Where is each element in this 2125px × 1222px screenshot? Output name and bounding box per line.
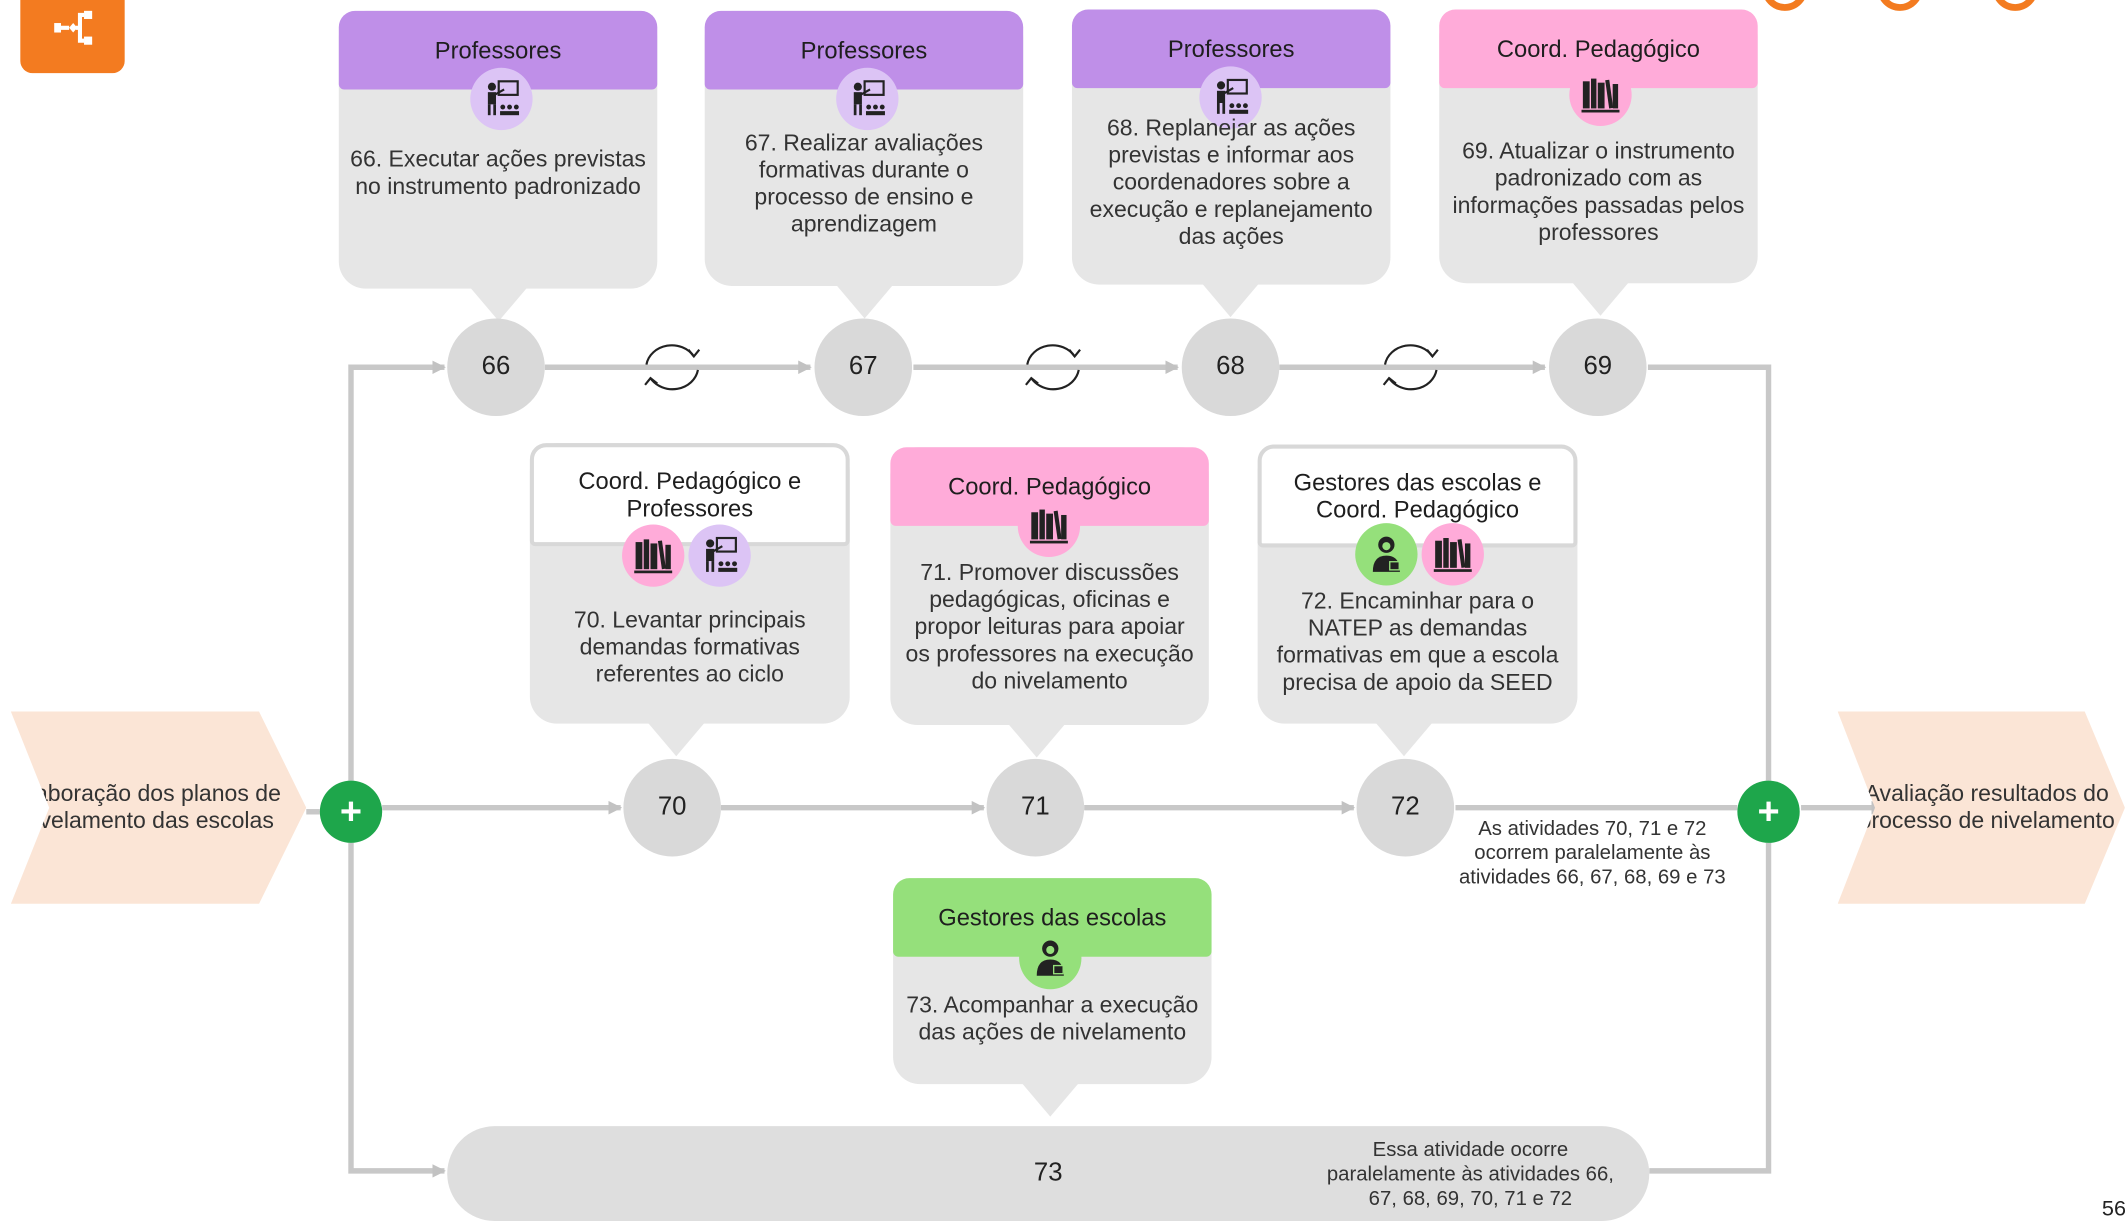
activity-description: 69. Atualizar o instrumento padronizado … xyxy=(1452,138,1745,246)
parallel-note-73: Essa atividade ocorre paralelamente às a… xyxy=(1326,1138,1614,1211)
node-66: 66 xyxy=(447,318,545,417)
node-71: 71 xyxy=(986,758,1085,857)
activity-description: 72. Encaminhar para o NATEP as demandas … xyxy=(1276,588,1559,696)
books-icon xyxy=(1421,523,1484,586)
activity-description: 68. Replanejar as ações previstas e info… xyxy=(1089,115,1373,250)
node-68: 68 xyxy=(1181,318,1280,417)
activity-lane-73: 73 Essa atividade ocorre paralelamente à… xyxy=(447,1126,1650,1222)
books-icon xyxy=(622,524,685,587)
refresh-cycle-icon xyxy=(1382,344,1439,391)
manager-icon xyxy=(1355,523,1418,586)
card-pointer xyxy=(1200,281,1261,318)
node-72: 72 xyxy=(1356,758,1455,857)
node-67: 67 xyxy=(814,318,913,417)
refresh-cycle-icon xyxy=(644,344,701,391)
card-pointer xyxy=(834,283,895,319)
activity-card-69: Coord. Pedagógico 69. Atualizar o instru… xyxy=(1439,9,1758,316)
activity-card-66: Professores 66. Executar ações previstas… xyxy=(338,10,658,322)
join-gateway: + xyxy=(1737,780,1800,843)
activity-card-67: Professores 67. Realizar avaliações form… xyxy=(704,10,1024,319)
process-logo xyxy=(20,0,125,74)
activity-card-70: Coord. Pedagógico e Professores 70. Leva… xyxy=(529,443,850,757)
card-pointer xyxy=(1374,720,1434,757)
teacher-icon xyxy=(836,67,899,131)
books-icon xyxy=(1569,63,1632,127)
node-73: 73 xyxy=(1033,1158,1063,1188)
split-gateway: + xyxy=(319,780,383,843)
card-pointer xyxy=(468,285,529,322)
activity-description: 70. Levantar principais demandas formati… xyxy=(573,607,806,688)
activity-card-73: Gestores das escolas 73. Acompanhar a ex… xyxy=(893,878,1212,1117)
manager-icon xyxy=(1019,926,1082,990)
teacher-icon xyxy=(470,67,533,131)
activity-card-71: Coord. Pedagógico 71. Promover discussõe… xyxy=(890,447,1209,758)
activity-description: 71. Promover discussões pedagógicas, ofi… xyxy=(905,559,1194,694)
parallel-note-70-72: As atividades 70, 71 e 72 ocorrem parale… xyxy=(1458,817,1726,890)
activity-description: 73. Acompanhar a execução das ações de n… xyxy=(906,992,1199,1045)
card-pointer xyxy=(1020,1081,1081,1117)
role-header: Gestores das escolas e Coord. Pedagógico xyxy=(1257,444,1578,548)
activity-card-68: Professores 68. Replanejar as ações prev… xyxy=(1071,9,1391,318)
card-pointer xyxy=(1006,722,1067,758)
end-event: Avaliação resultados do processo de nive… xyxy=(1837,711,2125,904)
role-header: Coord. Pedagógico e Professores xyxy=(529,443,850,547)
page-number: 56 xyxy=(2101,1197,2125,1222)
card-pointer xyxy=(1570,280,1631,316)
teacher-icon xyxy=(1199,66,1262,129)
activity-description: 66. Executar ações previstas no instrume… xyxy=(350,146,646,200)
card-pointer xyxy=(646,720,707,757)
start-event: Elaboração dos planos de nivelamento das… xyxy=(10,711,307,904)
teacher-icon xyxy=(688,524,751,587)
activity-card-72: Gestores das escolas e Coord. Pedagógico… xyxy=(1257,444,1578,757)
node-70: 70 xyxy=(623,758,721,857)
flow-icon xyxy=(54,10,93,45)
activity-description: 67. Realizar avaliações formativas duran… xyxy=(744,130,984,238)
refresh-cycle-icon xyxy=(1025,344,1081,391)
node-69: 69 xyxy=(1548,318,1647,417)
books-icon xyxy=(1017,494,1081,557)
